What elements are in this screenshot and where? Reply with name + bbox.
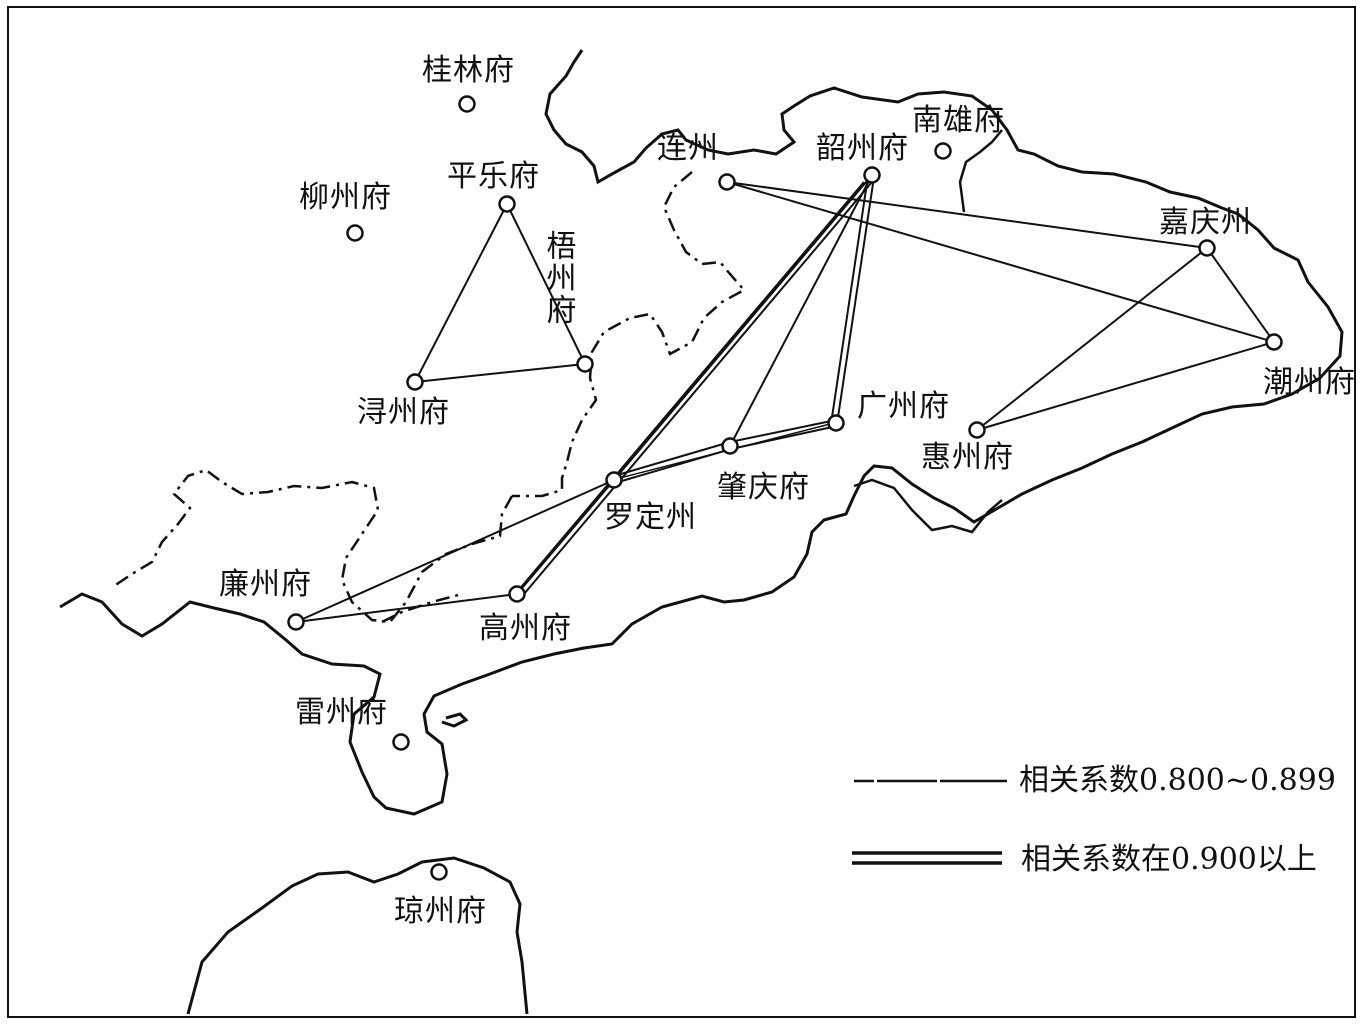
provincial-boundary-north xyxy=(512,171,746,498)
map-frame: 桂林府 柳州府 平乐府 梧州府 浔州府 连州 韶州府 南雄府 嘉庆州 潮州府 惠… xyxy=(7,6,1356,1018)
label-shaozhou: 韶州府 xyxy=(816,131,909,166)
link-lianzhou-jiaying xyxy=(726,181,1208,249)
link-jiaying-huizhou xyxy=(976,247,1208,431)
marker-wuzhou[interactable] xyxy=(576,355,594,373)
marker-shaozhou[interactable] xyxy=(863,166,881,184)
coastline-hainan xyxy=(186,856,529,1015)
label-qiongzhou: 琼州府 xyxy=(394,894,487,929)
link-luoding-gaozhou xyxy=(516,479,615,595)
correlation-lines-double xyxy=(613,175,875,484)
marker-gaozhou[interactable] xyxy=(508,585,526,603)
coastline-bay xyxy=(853,478,1003,534)
link-lianzhou-chaozhou xyxy=(726,181,1275,343)
label-jiaying: 嘉庆州 xyxy=(1159,205,1252,240)
link-guangzhou-zhaoqing-a xyxy=(729,419,837,443)
label-chaozhou: 潮州府 xyxy=(1263,365,1356,400)
marker-zhaoqing[interactable] xyxy=(721,437,739,455)
legend-symbols xyxy=(852,779,1007,865)
link-xunzhou-wuzhou xyxy=(414,363,586,383)
marker-leizhou[interactable] xyxy=(392,733,410,751)
coastline-leizhou-islet xyxy=(441,712,469,728)
link-pingle-wuzhou xyxy=(506,203,586,365)
label-pingle: 平乐府 xyxy=(447,159,540,194)
provincial-boundary-west xyxy=(113,468,514,624)
label-guangzhou: 广州府 xyxy=(857,389,950,424)
marker-huizhou[interactable] xyxy=(968,421,986,439)
marker-lianzhou[interactable] xyxy=(718,173,736,191)
label-xunzhou: 浔州府 xyxy=(357,395,450,430)
link-shaozhou-guangzhou-b xyxy=(836,176,875,425)
label-zhaoqing: 肇庆府 xyxy=(717,470,810,505)
marker-lianzhoufu[interactable] xyxy=(287,613,305,631)
link-huizhou-chaozhou xyxy=(976,341,1275,431)
link-shaozhou-luoding xyxy=(613,174,873,481)
label-liuzhou: 柳州府 xyxy=(299,180,392,215)
legend-single-label: 相关系数0.800~0.899 xyxy=(1019,763,1336,798)
marker-pingle[interactable] xyxy=(498,195,516,213)
marker-chaozhou[interactable] xyxy=(1265,333,1283,351)
marker-nanxiong[interactable] xyxy=(934,142,952,160)
link-pingle-xunzhou xyxy=(414,203,508,383)
coastline-east-river xyxy=(958,129,1003,213)
link-shaozhou-gaozhou-b xyxy=(523,181,873,595)
link-shaozhou-guangzhou-a xyxy=(830,175,869,425)
label-huizhou: 惠州府 xyxy=(921,440,1014,475)
link-shaozhou-gaozhou-a xyxy=(516,181,865,593)
label-nanxiong: 南雄府 xyxy=(912,103,1005,138)
marker-liuzhou[interactable] xyxy=(346,224,364,242)
marker-xunzhou[interactable] xyxy=(406,373,424,391)
correlation-lines-single xyxy=(295,174,1275,623)
coastline-mainland xyxy=(59,49,1344,816)
link-lianzhoufu-luoding xyxy=(295,479,615,623)
label-lianzhou: 连州 xyxy=(657,131,719,166)
label-guilin: 桂林府 xyxy=(422,53,515,88)
label-luoding: 罗定州 xyxy=(604,500,697,535)
link-lianzhoufu-gaozhou xyxy=(295,593,518,623)
marker-qiongzhou[interactable] xyxy=(430,863,448,881)
label-lianzhoufu: 廉州府 xyxy=(219,567,312,602)
label-leizhou: 雷州府 xyxy=(295,695,388,730)
link-zhaoqing-luoding-a xyxy=(613,441,731,477)
marker-guangzhou[interactable] xyxy=(827,414,845,432)
link-shaozhou-zhaoqing xyxy=(729,174,873,447)
place-markers xyxy=(287,95,1283,881)
map-canvas xyxy=(59,49,1344,1015)
marker-guilin[interactable] xyxy=(458,95,476,113)
label-wuzhou: 梧州府 xyxy=(540,230,576,326)
legend-double-label: 相关系数在0.900以上 xyxy=(1021,842,1317,877)
label-gaozhou: 高州府 xyxy=(479,611,572,646)
marker-jiaying[interactable] xyxy=(1198,239,1216,257)
marker-luoding[interactable] xyxy=(605,471,623,489)
link-jiaying-chaozhou xyxy=(1206,247,1275,343)
